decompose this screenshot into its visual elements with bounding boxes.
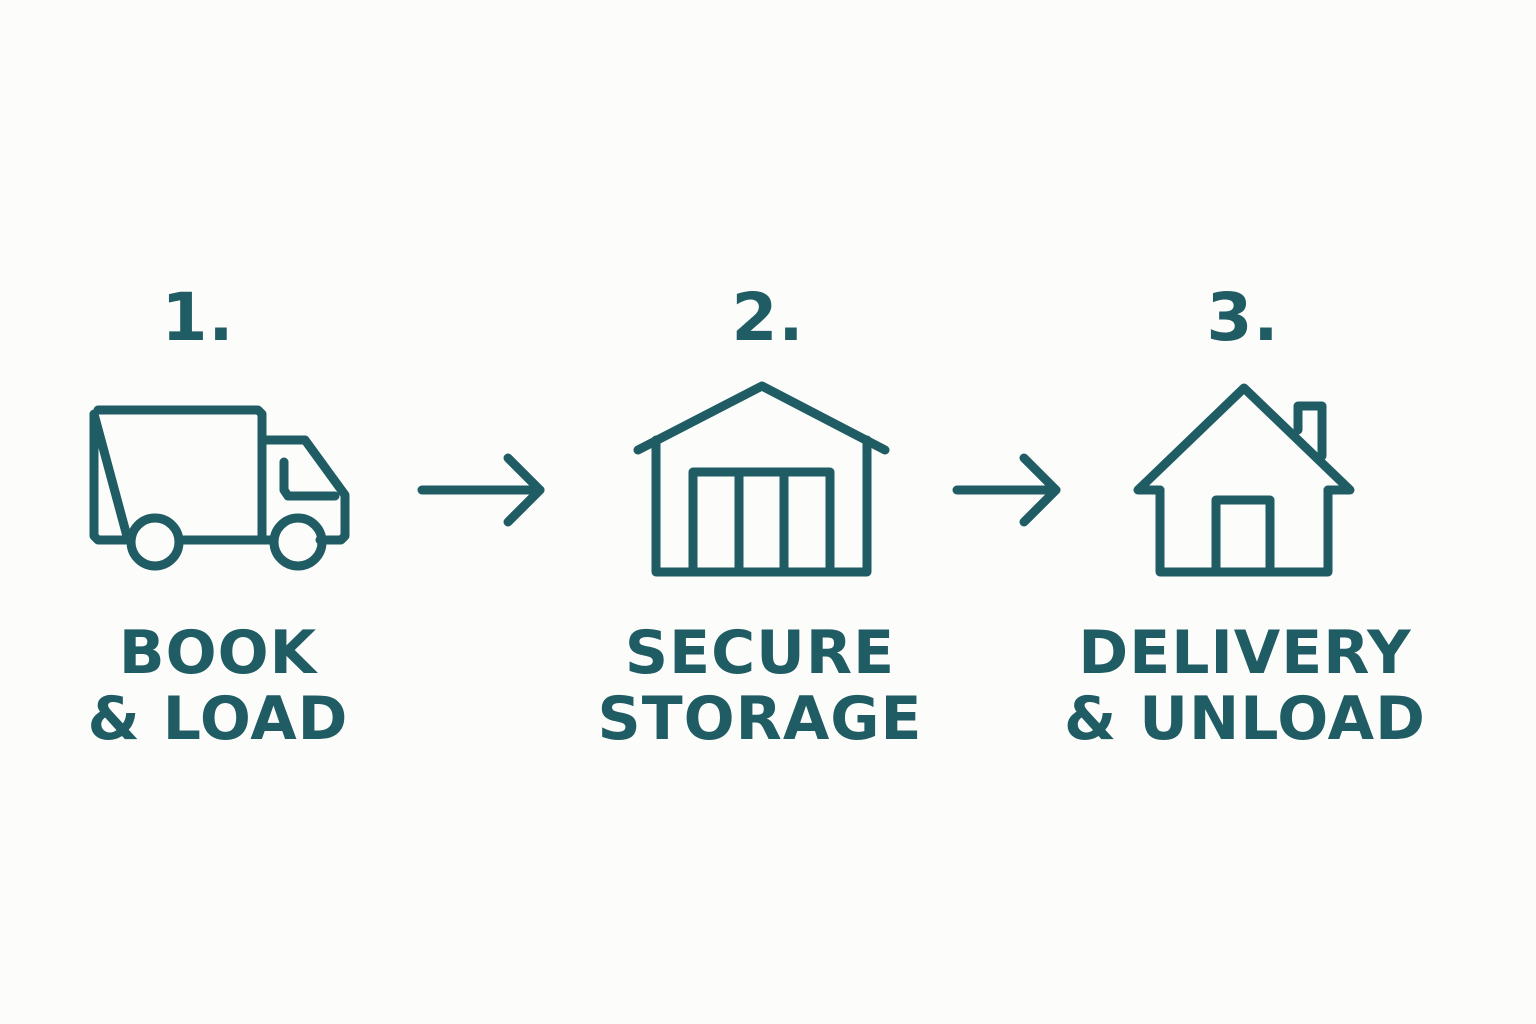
step-2-label-line-1: SECURE [624, 618, 896, 688]
warehouse-roof [633, 381, 890, 455]
step-2-number: 2. [731, 279, 805, 356]
truck-window [279, 457, 340, 501]
house-icon [1133, 383, 1355, 577]
truck-icon [89, 405, 350, 571]
step-2-label-line-2: STORAGE [597, 684, 923, 754]
arrow-right-icon [417, 453, 545, 527]
step-3-number: 3. [1206, 279, 1280, 356]
step-2-label: SECURE STORAGE [570, 620, 950, 752]
truck-rear-wheel [126, 513, 184, 571]
house-chimney [1293, 401, 1327, 461]
house-door [1211, 495, 1275, 577]
truck-front-wheel [269, 513, 327, 571]
step-3-label: DELIVERY & UNLOAD [1055, 620, 1435, 752]
warehouse-door [688, 467, 835, 577]
step-1-label-line-2: & LOAD [87, 684, 349, 754]
arrow-right-icon [952, 453, 1061, 527]
step-3-label-line-2: & UNLOAD [1064, 684, 1426, 754]
warehouse-door-panels [734, 467, 789, 577]
step-1-number: 1. [161, 279, 235, 356]
warehouse-icon [633, 381, 890, 577]
truck-cab [257, 435, 350, 545]
house-walls [1155, 485, 1333, 577]
truck-cargo-box [89, 405, 267, 545]
step-1-label: BOOK & LOAD [28, 620, 408, 752]
warehouse-walls [651, 435, 872, 577]
step-1-label-line-1: BOOK [118, 618, 318, 688]
step-3-label-line-1: DELIVERY [1078, 618, 1412, 688]
